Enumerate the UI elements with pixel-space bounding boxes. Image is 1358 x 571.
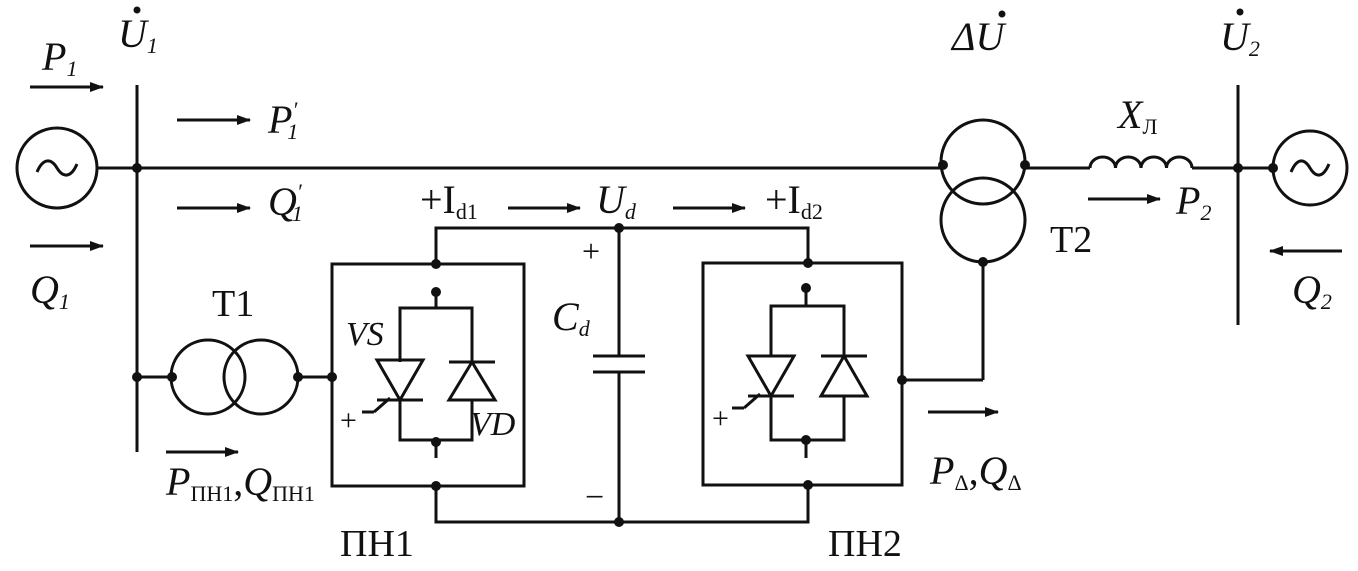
pn2-gate-plus: + [712, 402, 729, 435]
label-q1: Q1 [30, 267, 70, 314]
junction-pn2-int-top [801, 283, 811, 293]
inductor-icon [1088, 155, 1194, 169]
pn1-diode-icon [446, 359, 498, 402]
label-vs: VS [346, 316, 384, 353]
label-pn2: ПН2 [828, 523, 902, 565]
pn1-thyristor-icon [374, 358, 426, 404]
junction-pn1-int-bottom [431, 437, 441, 447]
transformer-t2-lower-icon [939, 176, 1027, 264]
junction-t2-bottom [978, 257, 988, 267]
junction-t1-right [293, 372, 303, 382]
pn2-diode-icon [818, 352, 870, 398]
label-q2: Q2 [1292, 267, 1332, 314]
dc-positive-bus [434, 226, 810, 264]
label-p1-prime: P′1 [267, 97, 298, 144]
transformer-t1-right-icon [222, 338, 300, 416]
junction-pn2-int-bottom [801, 435, 811, 445]
junction-source2 [1268, 163, 1278, 173]
junction-t2-right [1020, 160, 1030, 170]
junction-pn2-ac [897, 375, 907, 385]
u2-dot-mark [1236, 8, 1244, 16]
junction-pn1-top [431, 259, 441, 269]
junction-t2-left [938, 160, 948, 170]
u1-dot-mark [133, 6, 141, 14]
junction-cap-top [614, 223, 624, 233]
pn2-thyristor-icon [745, 354, 797, 400]
junction-pn1-int-top [431, 287, 441, 297]
pn2-internal-frame-bottom [769, 396, 846, 442]
label-id2: +Id2 [765, 177, 823, 224]
junction-bus2-main [1233, 163, 1243, 173]
converter-pn2-box [701, 261, 904, 487]
label-t2: T2 [1050, 219, 1092, 261]
pn1-internal-frame-bottom [398, 400, 474, 442]
junction-t1-left [167, 372, 177, 382]
label-p1: P1 [41, 34, 77, 81]
label-cd: Cd [552, 294, 591, 341]
label-vd: VD [470, 406, 516, 443]
junction-bus1-t1 [132, 372, 142, 382]
junction-bus1-main [132, 163, 142, 173]
du-dot-mark [998, 10, 1006, 18]
label-xl: XЛ [1116, 92, 1157, 139]
label-p-delta: PΔ,QΔ [929, 448, 1022, 495]
label-ud: Ud [596, 177, 637, 224]
ac-source-1-icon [15, 126, 99, 210]
label-id1: +Id1 [420, 177, 478, 224]
pn1-gate-plus: + [340, 404, 357, 437]
junction-pn1-bottom [431, 481, 441, 491]
dc-negative-bus [434, 485, 810, 524]
ac-source-1-wave [35, 159, 79, 177]
label-q1-prime: Q′1 [268, 179, 303, 226]
label-du: ΔU [950, 14, 1007, 59]
converter-pn1-box [330, 262, 526, 488]
label-u1: U1 [118, 11, 158, 58]
pn1-internal-frame [398, 306, 474, 362]
label-p-pn1: PПН1,QПН1 [165, 459, 315, 506]
label-u2: U2 [1220, 14, 1260, 61]
label-cap-minus: − [585, 479, 604, 516]
junction-pn2-bottom [803, 480, 813, 490]
junction-pn1-ac [327, 372, 337, 382]
junction-cap-bottom [614, 517, 624, 527]
junction-pn2-top [803, 258, 813, 268]
pn2-internal-frame [769, 304, 846, 356]
ac-source-2-wave [1289, 159, 1331, 177]
label-t1: T1 [212, 283, 254, 325]
label-p2: P2 [1175, 178, 1211, 225]
label-pn1: ПН1 [340, 523, 414, 565]
label-cap-plus: + [582, 233, 600, 269]
